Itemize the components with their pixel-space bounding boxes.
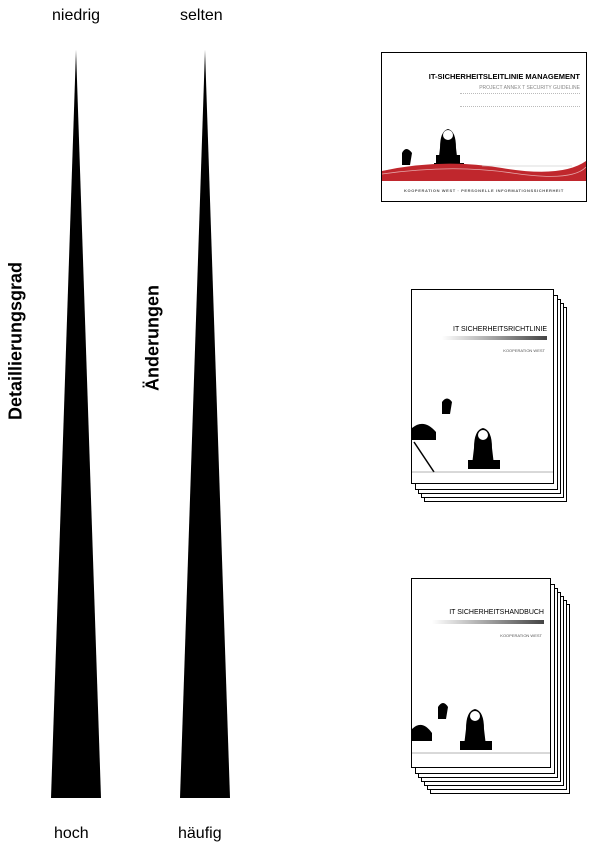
document-security-policy-management: IT-SICHERHEITSLEITLINIE MANAGEMENT PROJE… <box>381 52 587 202</box>
detail-level-wedge <box>51 50 101 798</box>
document-footer: KOOPERATION WEST · PERSONELLE INFORMATIO… <box>382 188 586 193</box>
illustration <box>382 53 586 201</box>
change-frequency-wedge <box>180 50 230 798</box>
illustration <box>412 290 553 483</box>
document-security-directive: IT SICHERHEITSRICHTLINIE KOOPERATION WES… <box>411 289 554 484</box>
illustration <box>412 579 550 767</box>
document-security-handbook: IT SICHERHEITSHANDBUCH KOOPERATION WEST <box>411 578 551 768</box>
